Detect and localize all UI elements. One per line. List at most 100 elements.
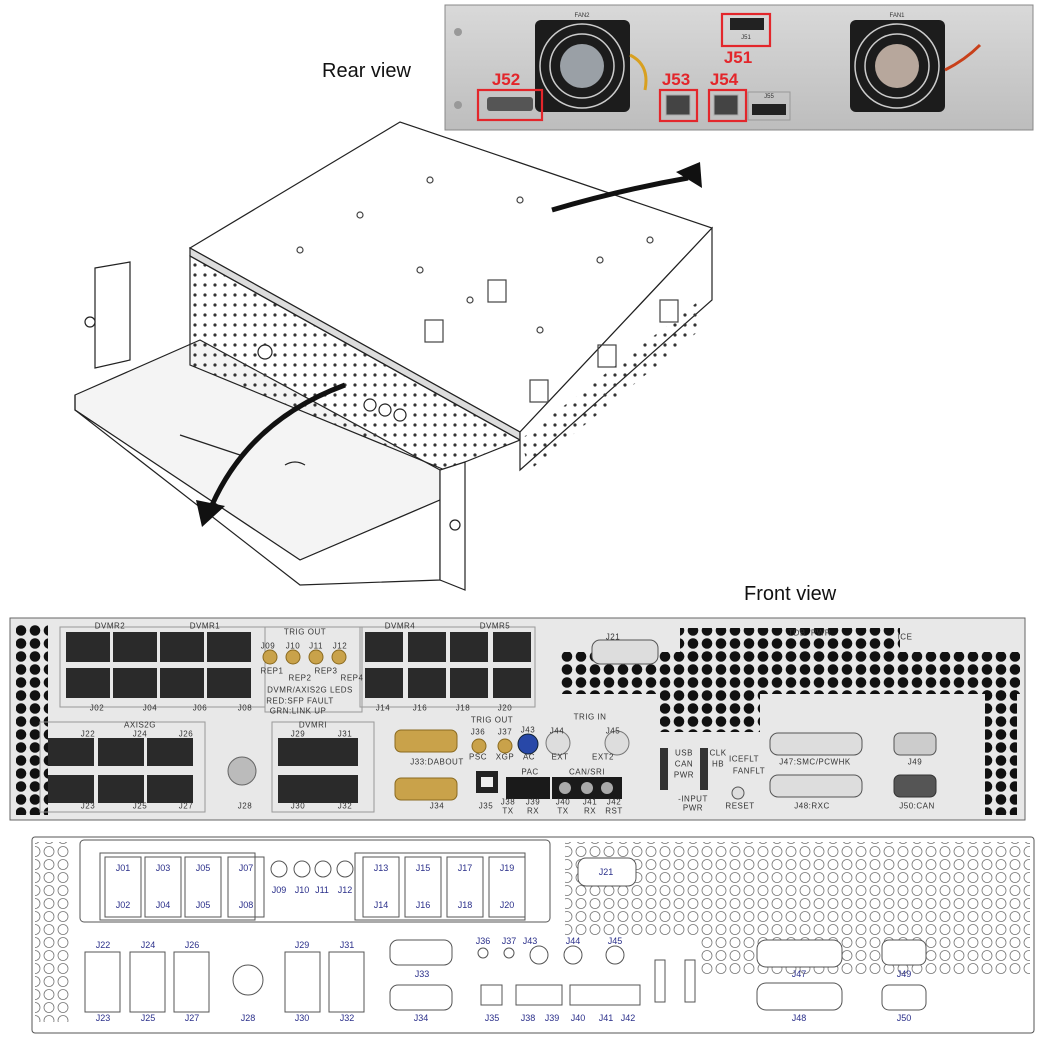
front-panel-label: REP2 bbox=[288, 673, 312, 683]
reset-button bbox=[731, 786, 745, 800]
drawing-connector-label: J49 bbox=[896, 969, 912, 979]
front-panel-label: J10 bbox=[285, 641, 301, 651]
connector-callout: J54 bbox=[709, 70, 739, 89]
rear-panel-photo bbox=[444, 4, 1034, 131]
front-panel-label: TRIG IN bbox=[573, 712, 607, 722]
front-panel-label: -INPUT bbox=[678, 794, 708, 804]
front-panel-label: TDB bbox=[788, 628, 806, 638]
front-panel-photo bbox=[9, 617, 1026, 821]
front-panel-label: RESET bbox=[725, 801, 755, 811]
rear-panel-label: J55 bbox=[764, 94, 774, 100]
front-panel-label: DVMR4 bbox=[384, 621, 416, 631]
front-panel-label: TX bbox=[502, 806, 514, 816]
arrow-head-icon bbox=[196, 500, 225, 527]
drawing-connector-label: J20 bbox=[499, 900, 515, 910]
j54-ethernet bbox=[713, 94, 739, 116]
arrow-head-icon bbox=[676, 162, 702, 188]
front-panel-drawing bbox=[31, 836, 1035, 1034]
front-panel-label: J49 bbox=[907, 757, 923, 767]
front-panel-label: FANFLT bbox=[732, 766, 766, 776]
front-panel-label: RX bbox=[526, 806, 540, 816]
front-panel-label: DVMR1 bbox=[189, 621, 221, 631]
drawing-connector-label: J14 bbox=[373, 900, 389, 910]
front-panel-label: J38 bbox=[500, 797, 516, 807]
fan-2 bbox=[535, 20, 630, 112]
front-panel-label: EXT bbox=[551, 752, 569, 762]
drawing-connector-label: J19 bbox=[499, 863, 515, 873]
j51-highlight bbox=[720, 12, 772, 48]
front-panel-label: J45 bbox=[605, 726, 621, 736]
front-panel-label: J47:SMC/PCWHK bbox=[779, 757, 851, 767]
drawing-connector-label: J12 bbox=[337, 885, 353, 895]
connector-callout: J51 bbox=[723, 48, 753, 67]
drawing-connector-label: J07 bbox=[238, 863, 254, 873]
drawing-connector-label: J22 bbox=[95, 940, 111, 950]
front-panel-label: J18 bbox=[455, 703, 471, 713]
drawing-connector-label: J26 bbox=[184, 940, 200, 950]
drawing-connector-label: J35 bbox=[484, 1013, 500, 1023]
front-panel-label: REP4 bbox=[340, 673, 364, 683]
front-panel-label: J21 bbox=[605, 632, 621, 642]
rear-view-title: Rear view bbox=[322, 60, 411, 82]
front-panel-label: J34 bbox=[429, 801, 445, 811]
drawing-connector-label: J21 bbox=[598, 867, 614, 877]
drawing-connector-label: J05 bbox=[195, 863, 211, 873]
front-panel-label: J26 bbox=[178, 729, 194, 739]
front-panel-label: DVMR/AXIS2G LEDS bbox=[267, 685, 353, 695]
drawing-connector-label: J29 bbox=[294, 940, 310, 950]
front-panel-label: RX bbox=[583, 806, 597, 816]
front-panel-label: J20 bbox=[497, 703, 513, 713]
front-panel-label: DVMRI bbox=[298, 720, 328, 730]
drawing-connector-label: J18 bbox=[457, 900, 473, 910]
drawing-connector-label: J41 bbox=[598, 1013, 614, 1023]
front-panel-label: J33:DABOUT bbox=[410, 757, 464, 767]
front-panel-label: J30 bbox=[290, 801, 306, 811]
drawing-connector-label: J44 bbox=[565, 936, 581, 946]
front-panel-label: REP1 bbox=[260, 666, 284, 676]
drawing-connector-label: J03 bbox=[155, 863, 171, 873]
front-panel-label: TX bbox=[557, 806, 569, 816]
drawing-connector-label: J47 bbox=[791, 969, 807, 979]
drawing-connector-label: J39 bbox=[544, 1013, 560, 1023]
front-panel-label: XGP bbox=[495, 752, 515, 762]
front-panel-label: J24 bbox=[132, 729, 148, 739]
drawing-connector-label: J48 bbox=[791, 1013, 807, 1023]
front-panel-label: GRN:LINK UP bbox=[269, 706, 327, 716]
drawing-connector-label: J38 bbox=[520, 1013, 536, 1023]
j52-connector bbox=[487, 97, 533, 111]
drawing-connector-label: J42 bbox=[620, 1013, 636, 1023]
front-panel-label: PWR bbox=[682, 803, 704, 813]
front-panel-label: ICEFLT bbox=[729, 754, 759, 764]
front-panel-label: ICE bbox=[897, 632, 913, 642]
front-panel-label: J14 bbox=[375, 703, 391, 713]
j54-highlight bbox=[707, 88, 748, 123]
front-panel-label: J41 bbox=[582, 797, 598, 807]
drawing-connector-label: J25 bbox=[140, 1013, 156, 1023]
front-view-title: Front view bbox=[744, 583, 837, 605]
j55-usb bbox=[752, 104, 786, 115]
front-panel-label: J35 bbox=[478, 801, 494, 811]
j43-connector bbox=[517, 733, 539, 755]
front-panel-label: RED:SFP FAULT bbox=[266, 696, 334, 706]
drawing-connector-label: J09 bbox=[271, 885, 287, 895]
front-panel-label: J06 bbox=[192, 703, 208, 713]
front-panel-label: J37 bbox=[497, 727, 513, 737]
drawing-connector-label: J15 bbox=[415, 863, 431, 873]
connector-callout: J53 bbox=[661, 70, 691, 89]
front-panel-label: TRIG OUT bbox=[470, 715, 514, 725]
drawing-connector-label: J32 bbox=[339, 1013, 355, 1023]
drawing-connector-label: J11 bbox=[315, 885, 329, 895]
front-panel-label: J25 bbox=[132, 801, 148, 811]
front-panel-label: CLK bbox=[709, 748, 727, 758]
j28-connector bbox=[227, 756, 257, 786]
drawing-connector-label: J04 bbox=[155, 900, 171, 910]
front-panel-label: AC bbox=[522, 752, 536, 762]
front-panel-label: J16 bbox=[412, 703, 428, 713]
front-panel-label: J04 bbox=[142, 703, 158, 713]
front-panel-label: AXIS2G bbox=[124, 720, 156, 730]
front-panel-label: J11 bbox=[309, 641, 323, 651]
drawing-connector-label: J43 bbox=[522, 936, 538, 946]
arrow-to-front-view bbox=[209, 382, 346, 507]
front-panel-label: J08 bbox=[237, 703, 253, 713]
